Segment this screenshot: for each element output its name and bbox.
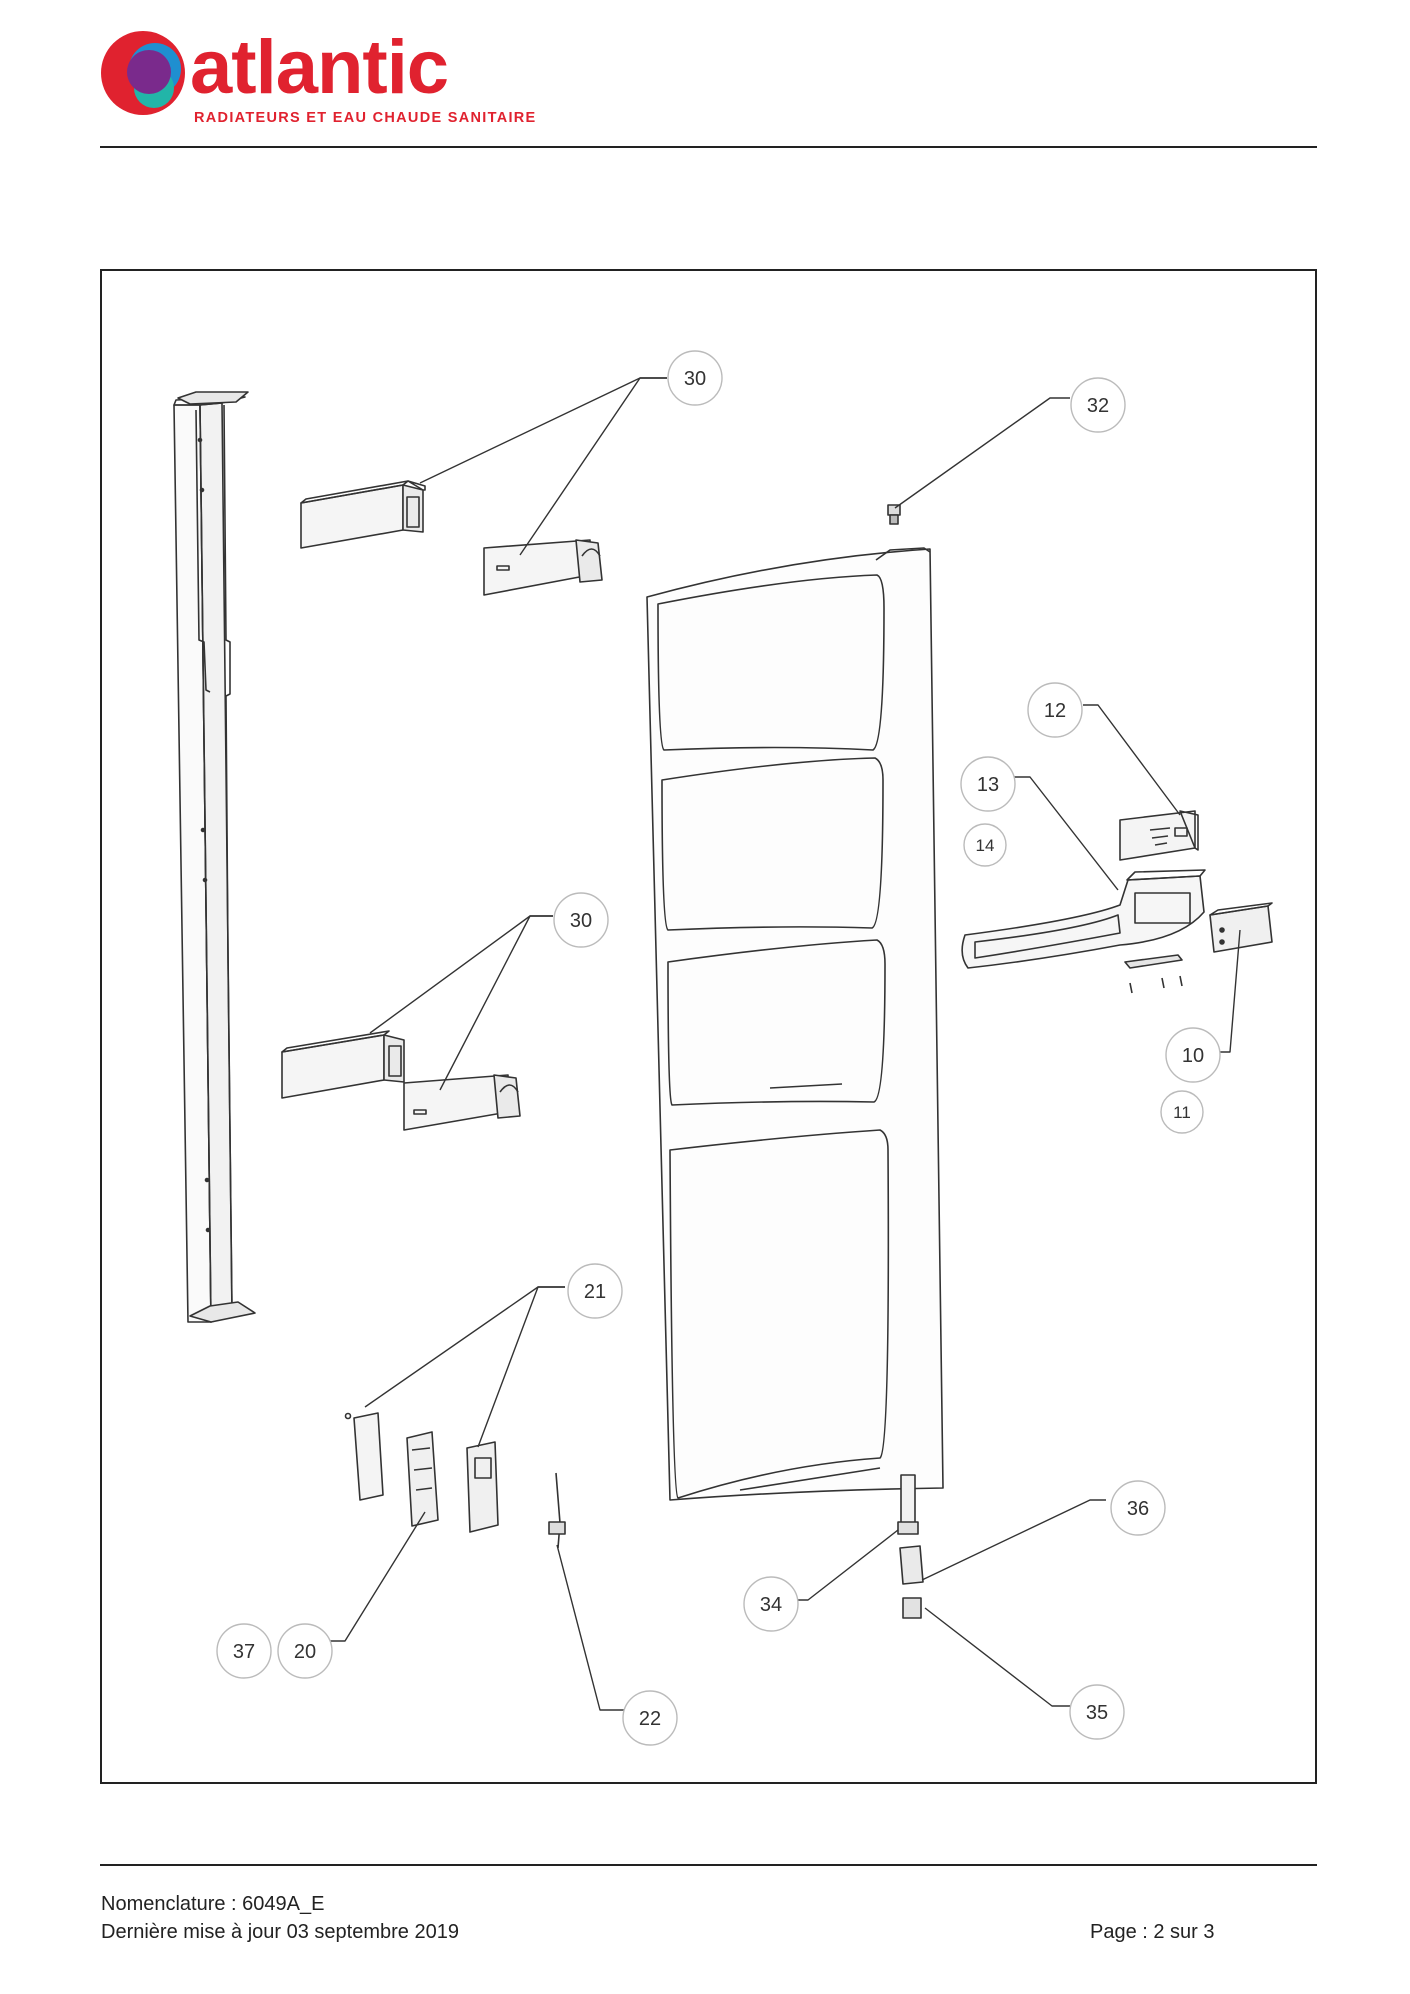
electronic-card-part [344, 1412, 499, 1533]
diagram-frame [100, 269, 1317, 1784]
callout-label: 37 [233, 1641, 255, 1663]
callout-label: 13 [977, 774, 999, 796]
callout-label: 30 [684, 368, 706, 390]
callout-label: 35 [1086, 1702, 1108, 1724]
footer-divider [100, 1864, 1317, 1866]
callout-label: 20 [294, 1641, 316, 1663]
callout-label: 11 [1173, 1103, 1191, 1122]
valve-body-part [899, 1545, 924, 1585]
last-update-date: Dernière mise à jour 03 septembre 2019 [101, 1921, 459, 1943]
callout-label: 32 [1087, 395, 1109, 417]
callout-label: 10 [1182, 1045, 1204, 1067]
document-reference: Nomenclature : 6049A_E [101, 1893, 325, 1915]
callout-label: 14 [976, 836, 995, 855]
brand-tagline: RADIATEURS ET EAU CHAUDE SANITAIRE [194, 110, 537, 126]
callout-label: 34 [760, 1594, 782, 1616]
lower-wall-bracket-part [281, 1030, 521, 1131]
callout-label: 12 [1044, 700, 1066, 722]
control-housing-part [961, 869, 1206, 969]
callout-circles [216, 350, 1221, 1746]
logo-purple-circle [127, 50, 171, 94]
callout-leaders [328, 377, 1241, 1711]
upper-wall-bracket-part [300, 480, 603, 596]
page-header: atlantic RADIATEURS ET EAU CHAUDE SANITA… [0, 0, 1410, 160]
callout-label: 22 [639, 1708, 661, 1730]
control-insert-part [1124, 954, 1183, 994]
header-divider [100, 146, 1317, 148]
control-box-cover-part [1119, 810, 1199, 861]
sensor-cable-part [548, 1472, 566, 1549]
valve-cap-part [902, 1597, 922, 1619]
atlantic-logo [101, 31, 185, 115]
callout-label: 36 [1127, 1498, 1149, 1520]
valve-stem-part [897, 1474, 919, 1535]
callout-label: 30 [570, 910, 592, 932]
radiator-front-panel [646, 547, 944, 1501]
callout-label: 21 [584, 1281, 606, 1303]
control-knob-part [1209, 902, 1273, 953]
brand-name: atlantic [190, 25, 449, 110]
top-screw-part [887, 504, 901, 525]
page-number: Page : 2 sur 3 [1090, 1921, 1215, 1943]
side-rail-part [173, 391, 256, 1323]
